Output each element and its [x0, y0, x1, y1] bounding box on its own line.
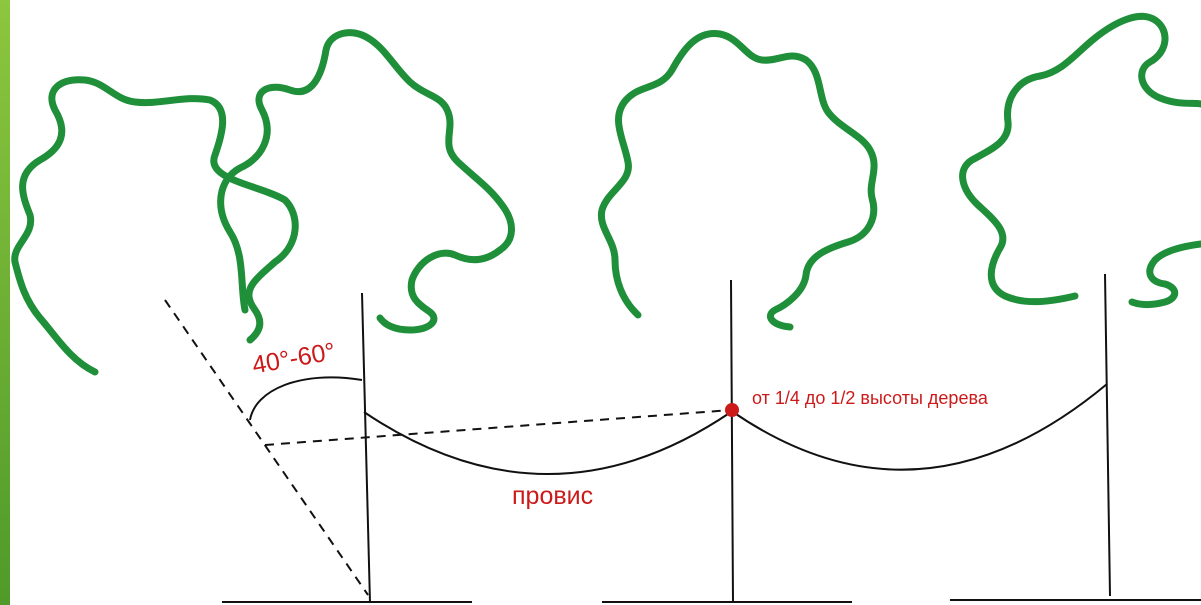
cable-span-1 [363, 411, 732, 475]
pole-3 [1104, 273, 1111, 597]
attachment-height-label: от 1/4 до 1/2 высоты дерева [752, 388, 988, 408]
angle-arc [249, 376, 363, 421]
tree-crown-4 [959, 12, 1201, 306]
pole-1 [361, 292, 371, 604]
cable-span-2 [732, 383, 1108, 471]
tree-crown-4-right [1128, 240, 1201, 309]
pole-2 [730, 279, 734, 604]
sag-label: провис [512, 482, 594, 510]
tree-crown-3 [597, 29, 878, 331]
dashed-height-line [264, 409, 732, 446]
side-accent-bar [0, 0, 10, 605]
attachment-point [725, 403, 739, 417]
dashed-angle-line [164, 299, 369, 596]
tree-crown-2 [217, 29, 515, 334]
tree-crown-1 [11, 76, 299, 376]
